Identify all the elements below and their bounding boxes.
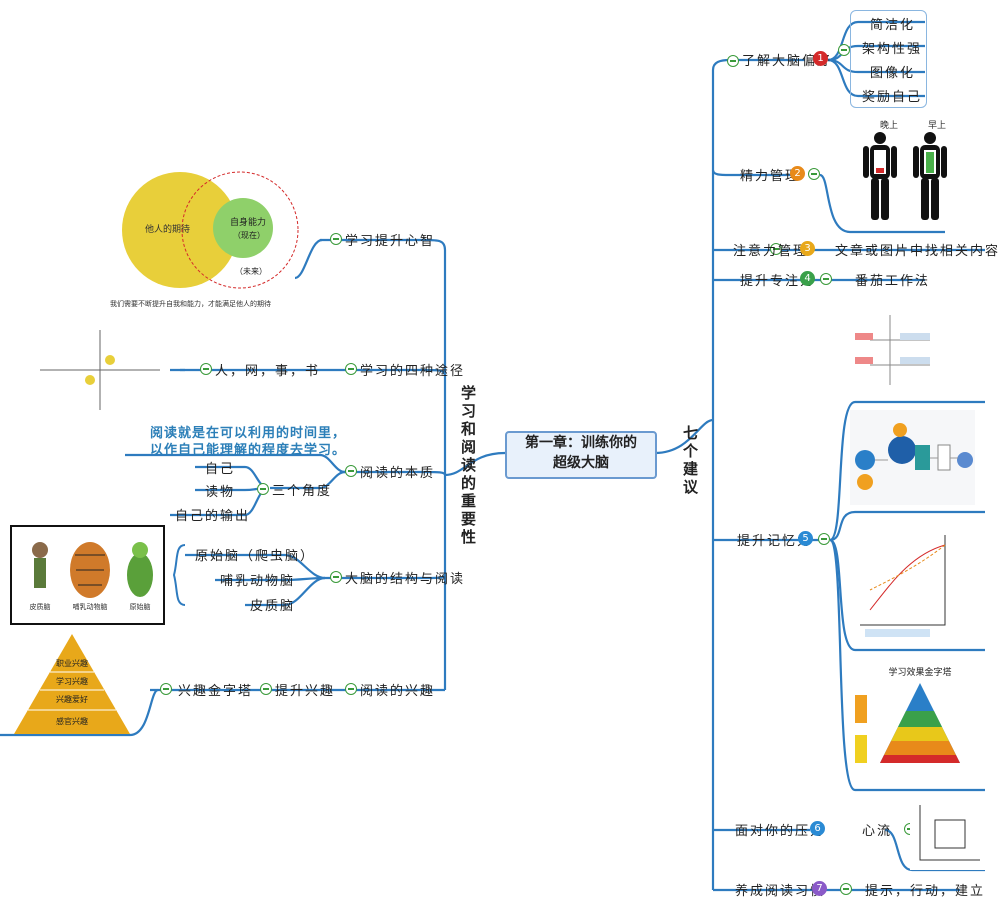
central-line-1: 第一章：训练你的 [525, 435, 637, 451]
central-line-2: 超级大脑 [553, 455, 609, 471]
collapse-toggle[interactable] [770, 243, 782, 255]
badge-7: 7 [812, 881, 827, 896]
sub-item[interactable]: 架构性强 [862, 42, 923, 57]
badge-5: 5 [798, 531, 813, 546]
collapse-toggle[interactable] [200, 363, 212, 375]
svg-text:（未来）: （未来） [235, 266, 267, 276]
svg-text:职业兴趣: 职业兴趣 [56, 658, 88, 668]
svg-text:自身能力: 自身能力 [230, 216, 266, 228]
branch-b3-label[interactable]: 注意力管理 [733, 244, 809, 259]
b4-detail[interactable]: 番茄工作法 [855, 274, 931, 289]
interest-pyramid-image: 职业兴趣 学习兴趣 兴趣爱好 感官兴趣 [14, 634, 130, 734]
branch-b5-label[interactable]: 提升记忆力 [737, 534, 813, 549]
badge-3: 3 [800, 241, 815, 256]
venn-diagram-image: 他人的期待 自身能力 （现在） （未来） 我们需要不断提升自我和能力，才能满足他… [110, 171, 299, 308]
b3-detail[interactable]: 文章或图片中找相关内容 [835, 244, 1000, 259]
sub-item[interactable]: 图像化 [870, 66, 916, 81]
badge-1: 1 [813, 51, 828, 66]
l4-item[interactable]: 哺乳动物脑 [220, 574, 296, 589]
branch-l2-label[interactable]: 学习的四种途径 [360, 364, 466, 379]
badge-6: 6 [810, 821, 825, 836]
l3-note-line-1: 阅读就是在可以利用的时间里， [150, 426, 347, 441]
sub-item[interactable]: 奖励自己 [862, 90, 923, 105]
memory-flow-image [850, 410, 975, 505]
collapse-toggle[interactable] [727, 55, 739, 67]
flow-chart-image [910, 800, 985, 870]
l3-angle-item[interactable]: 自己 [205, 462, 236, 477]
collapse-toggle[interactable] [257, 483, 269, 495]
collapse-toggle[interactable] [840, 883, 852, 895]
svg-text:学习兴趣: 学习兴趣 [56, 676, 88, 686]
forgetting-curve-image [850, 525, 960, 645]
left-root-label[interactable]: 学习和阅读的重要性 [459, 385, 477, 547]
svg-text:皮质脑: 皮质脑 [30, 602, 51, 611]
branch-l4-label[interactable]: 大脑的结构与阅读 [345, 572, 466, 587]
l3-angle-item[interactable]: 自己的输出 [175, 509, 251, 524]
l2-detail[interactable]: 人，网，事，书 [215, 364, 321, 379]
svg-text:兴趣爱好: 兴趣爱好 [56, 694, 88, 704]
learning-pyramid-image: 学习效果金字塔 [855, 666, 960, 763]
branch-b7-label[interactable]: 养成阅读习惯 [735, 884, 826, 899]
collapse-toggle[interactable] [345, 683, 357, 695]
svg-text:（现在）: （现在） [233, 230, 265, 240]
fig-label-morning: 早上 [928, 120, 946, 131]
l4-item[interactable]: 皮质脑 [250, 599, 296, 614]
b7-detail[interactable]: 提示，行动，建立 [865, 884, 986, 899]
svg-text:他人的期待: 他人的期待 [145, 223, 190, 235]
collapse-toggle[interactable] [260, 683, 272, 695]
badge-4: 4 [800, 271, 815, 286]
svg-text:原始脑: 原始脑 [130, 602, 151, 611]
branch-b2-label[interactable]: 精力管理 [740, 169, 801, 184]
collapse-toggle[interactable] [818, 533, 830, 545]
body-figures-image: 晚上 早上 [863, 120, 947, 220]
branch-l5-label[interactable]: 阅读的兴趣 [360, 684, 436, 699]
collapse-toggle[interactable] [838, 44, 850, 56]
subs-box [850, 10, 927, 108]
l5-detail-2[interactable]: 兴趣金字塔 [178, 684, 254, 699]
l3-angle-label[interactable]: 三个角度 [272, 484, 333, 499]
branch-l3-label[interactable]: 阅读的本质 [360, 466, 436, 481]
attention-flow-image [850, 295, 950, 395]
sub-item[interactable]: 简洁化 [870, 18, 916, 33]
svg-text:学习效果金字塔: 学习效果金字塔 [888, 666, 951, 678]
branch-b4-label[interactable]: 提升专注力 [740, 274, 816, 289]
svg-text:我们需要不断提升自我和能力，才能满足他人的期待: 我们需要不断提升自我和能力，才能满足他人的期待 [110, 299, 271, 308]
fig-label-evening: 晚上 [880, 120, 898, 131]
collapse-toggle[interactable] [330, 233, 342, 245]
collapse-toggle[interactable] [820, 273, 832, 285]
collapse-toggle[interactable] [808, 168, 820, 180]
svg-text:哺乳动物脑: 哺乳动物脑 [73, 602, 108, 611]
l3-note-line-2: 以作自己能理解的程度去学习。 [150, 443, 347, 458]
branch-l1-label[interactable]: 学习提升心智 [345, 234, 436, 249]
l3-angle-item[interactable]: 读物 [205, 485, 236, 500]
right-root-label[interactable]: 七个建议 [681, 425, 699, 497]
branch-b6-label[interactable]: 面对你的压力 [735, 824, 826, 839]
l5-detail-1[interactable]: 提升兴趣 [275, 684, 336, 699]
l3-note: 阅读就是在可以利用的时间里， 以作自己能理解的程度去学习。 [150, 425, 346, 459]
collapse-toggle[interactable] [345, 363, 357, 375]
collapse-toggle[interactable] [345, 465, 357, 477]
svg-text:感官兴趣: 感官兴趣 [56, 716, 88, 726]
collapse-toggle[interactable] [330, 571, 342, 583]
branch-b1-label[interactable]: 了解大脑偏好 [742, 54, 833, 69]
b6-detail[interactable]: 心流 [862, 824, 893, 839]
brain-animals-image: 皮质脑 哺乳动物脑 原始脑 [10, 525, 165, 625]
quadrant-image [30, 325, 170, 415]
l4-item[interactable]: 原始脑（爬虫脑） [195, 549, 316, 564]
collapse-toggle[interactable] [160, 683, 172, 695]
central-topic[interactable]: 第一章：训练你的 超级大脑 [505, 431, 657, 479]
badge-2: 2 [790, 166, 805, 181]
